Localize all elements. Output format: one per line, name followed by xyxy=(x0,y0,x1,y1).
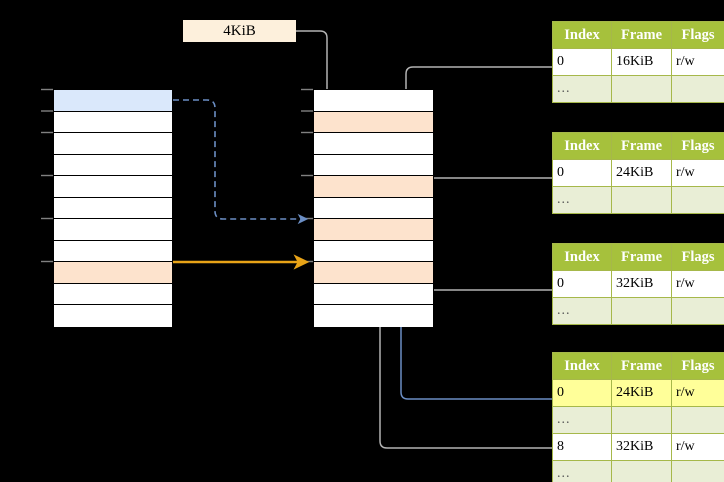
cell-index: 0 xyxy=(552,379,612,407)
table3-to-memory-connector xyxy=(418,266,552,291)
virtual-address-column xyxy=(53,89,173,327)
cell-frame xyxy=(611,186,672,214)
virtual-row-8 xyxy=(54,262,172,284)
virtual-row-9 xyxy=(54,283,172,305)
cell-index: ... xyxy=(552,406,612,434)
virtual-row-2 xyxy=(54,133,172,155)
physical-row-6 xyxy=(314,219,433,241)
size-label-4kib: 4KiB xyxy=(183,20,296,42)
table-row-ellipsis: ... xyxy=(552,186,724,214)
column-header-index: Index xyxy=(552,352,612,380)
virtual-to-physical-dashed-arrow xyxy=(173,99,309,225)
cell-flags: r/w xyxy=(671,379,724,407)
cell-index: ... xyxy=(552,75,612,103)
virtual-row-5 xyxy=(54,197,172,219)
cell-flags xyxy=(671,75,724,103)
cell-frame: 16KiB xyxy=(611,48,672,76)
column-header-index: Index xyxy=(552,243,612,271)
table-header-row: Index Frame Flags xyxy=(552,132,724,160)
virtual-row-3 xyxy=(54,154,172,176)
cell-index: 0 xyxy=(552,159,612,187)
cell-frame: 24KiB xyxy=(611,159,672,187)
column-header-frame: Frame xyxy=(611,352,672,380)
physical-row-9 xyxy=(314,283,433,305)
physical-row-10 xyxy=(314,305,433,327)
cell-flags xyxy=(671,406,724,434)
page-table-level-1: Index Frame Flags 0 16KiB r/w ... xyxy=(552,21,724,103)
column-header-flags: Flags xyxy=(671,21,724,49)
cell-flags: r/w xyxy=(671,48,724,76)
cell-index: ... xyxy=(552,186,612,214)
cell-index: ... xyxy=(552,297,612,325)
physical-row-0 xyxy=(314,90,433,112)
table-row-ellipsis: ... xyxy=(552,406,724,434)
table-row: 0 24KiB r/w xyxy=(552,159,724,187)
cell-frame: 32KiB xyxy=(611,433,672,461)
cell-flags: r/w xyxy=(671,433,724,461)
virtual-row-0 xyxy=(54,90,172,112)
physical-memory-column xyxy=(313,89,434,327)
cell-flags: r/w xyxy=(671,270,724,298)
cell-flags xyxy=(671,297,724,325)
cell-frame xyxy=(611,406,672,434)
table-header-row: Index Frame Flags xyxy=(552,21,724,49)
cell-index: 0 xyxy=(552,270,612,298)
cell-frame: 32KiB xyxy=(611,270,672,298)
cell-flags: r/w xyxy=(671,159,724,187)
virtual-row-10 xyxy=(54,305,172,327)
table-row: 0 16KiB r/w xyxy=(552,48,724,76)
left-column-tick-marks xyxy=(41,88,53,263)
cell-index: 8 xyxy=(552,433,612,461)
size-label-connector xyxy=(296,30,332,112)
cell-frame xyxy=(611,297,672,325)
physical-row-1 xyxy=(314,111,433,133)
column-header-frame: Frame xyxy=(611,21,672,49)
virtual-row-4 xyxy=(54,176,172,198)
column-header-flags: Flags xyxy=(671,132,724,160)
column-header-frame: Frame xyxy=(611,132,672,160)
cell-flags xyxy=(671,460,724,482)
table4-row0-to-memory-connector xyxy=(396,223,552,400)
cell-frame: 24KiB xyxy=(611,379,672,407)
column-header-flags: Flags xyxy=(671,352,724,380)
table-header-row: Index Frame Flags xyxy=(552,352,724,380)
physical-row-7 xyxy=(314,240,433,262)
page-table-level-2: Index Frame Flags 0 24KiB r/w ... xyxy=(552,132,724,214)
column-header-frame: Frame xyxy=(611,243,672,271)
table4-row8-to-memory-connector xyxy=(375,266,552,449)
physical-row-3 xyxy=(314,154,433,176)
column-header-index: Index xyxy=(552,21,612,49)
virtual-row-1 xyxy=(54,111,172,133)
physical-row-8 xyxy=(314,262,433,284)
cell-index: ... xyxy=(552,460,612,482)
table-header-row: Index Frame Flags xyxy=(552,243,724,271)
page-table-level-3: Index Frame Flags 0 32KiB r/w ... xyxy=(552,243,724,325)
table1-to-memory-connector xyxy=(401,66,552,177)
physical-row-2 xyxy=(314,133,433,155)
column-header-flags: Flags xyxy=(671,243,724,271)
table-row: 0 24KiB r/w xyxy=(552,379,724,407)
cell-flags xyxy=(671,186,724,214)
cell-frame xyxy=(611,75,672,103)
virtual-row-6 xyxy=(54,219,172,241)
column-header-index: Index xyxy=(552,132,612,160)
cell-index: 0 xyxy=(552,48,612,76)
page-table-level-4: Index Frame Flags 0 24KiB r/w ... 8 32Ki… xyxy=(552,352,724,482)
middle-column-tick-marks xyxy=(301,88,313,263)
cell-frame xyxy=(611,460,672,482)
virtual-row-7 xyxy=(54,240,172,262)
physical-row-4 xyxy=(314,176,433,198)
table-row: 0 32KiB r/w xyxy=(552,270,724,298)
table-row: 8 32KiB r/w xyxy=(552,433,724,461)
physical-row-5 xyxy=(314,197,433,219)
table-row-ellipsis: ... xyxy=(552,460,724,482)
table-row-ellipsis: ... xyxy=(552,75,724,103)
table-row-ellipsis: ... xyxy=(552,297,724,325)
